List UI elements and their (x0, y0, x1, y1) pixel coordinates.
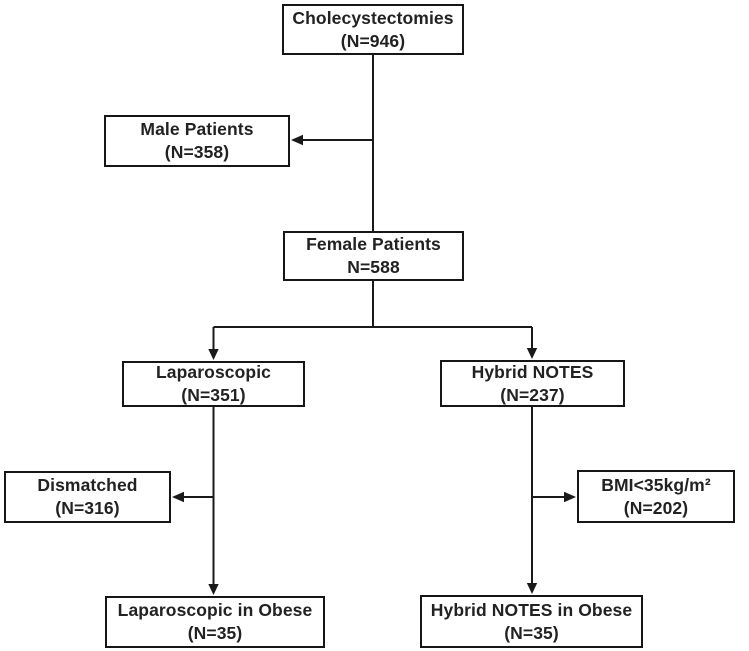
node-count: (N=946) (340, 30, 406, 51)
arrowhead-down-lap-obese (208, 584, 219, 595)
node-hybrid-notes: Hybrid NOTES (N=237) (440, 360, 625, 407)
node-label: Dismatched (37, 475, 138, 496)
node-label: Female Patients (306, 234, 441, 255)
arrowhead-left-male (291, 134, 303, 146)
node-laparoscopic: Laparoscopic (N=351) (122, 361, 305, 407)
node-count: (N=237) (500, 384, 565, 405)
node-count: (N=351) (181, 385, 246, 405)
node-count: (N=202) (623, 497, 689, 518)
node-count: (N=316) (55, 498, 120, 518)
node-laparoscopic-in-obese: Laparoscopic in Obese (N=35) (105, 596, 325, 648)
arrowhead-down-hybrid-notes (526, 348, 538, 359)
arrowhead-down-notes-obese (526, 583, 538, 594)
node-count: N=588 (347, 257, 400, 277)
arrowhead-right-bmi (564, 491, 576, 503)
node-label: Hybrid NOTES (471, 361, 594, 382)
node-male-patients: Male Patients (N=358) (104, 115, 290, 167)
node-label: Hybrid NOTES in Obese (430, 599, 633, 620)
node-hybrid-notes-in-obese: Hybrid NOTES in Obese (N=35) (420, 595, 643, 648)
node-label: Laparoscopic (156, 362, 271, 383)
node-bmi-under-35: BMI<35kg/m² (N=202) (577, 470, 735, 523)
node-female-patients: Female Patients N=588 (283, 231, 464, 281)
node-dismatched: Dismatched (N=316) (4, 471, 171, 523)
node-label: BMI<35kg/m² (601, 474, 711, 495)
node-label: Cholecystectomies (292, 7, 454, 28)
node-count: (N=35) (187, 623, 243, 643)
node-label: Male Patients (140, 119, 254, 140)
arrowhead-down-laparoscopic (208, 349, 219, 360)
arrowhead-left-dismatched (172, 491, 184, 503)
node-label: Laparoscopic in Obese (117, 600, 313, 621)
node-count: (N=35) (504, 622, 559, 643)
node-count: (N=358) (164, 142, 230, 162)
node-cholecystectomies: Cholecystectomies (N=946) (282, 4, 464, 55)
